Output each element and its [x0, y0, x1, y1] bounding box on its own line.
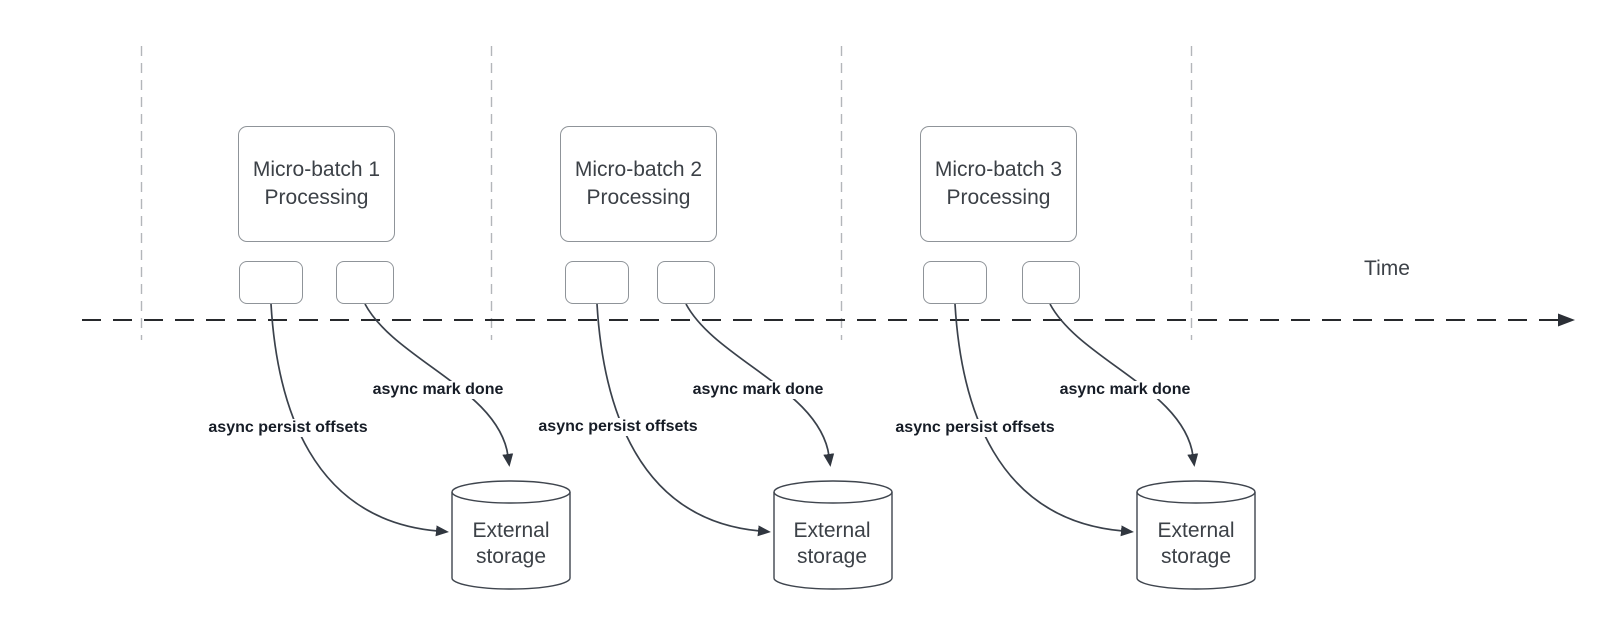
mark-done-label-2: async mark done	[690, 381, 826, 399]
external-storage-cylinder-1	[451, 480, 571, 590]
persist-offsets-arrow-3	[954, 303, 1134, 537]
mark-done-label-1: async mark done	[370, 381, 506, 399]
mark-done-label-3: async mark done	[1057, 381, 1193, 399]
time-axis-label: Time	[1364, 257, 1410, 280]
process-box-micro-batch-1: Micro-batch 1 Processing	[238, 126, 395, 242]
persist-offsets-label-1: async persist offsets	[206, 419, 370, 437]
process-box-micro-batch-2: Micro-batch 2 Processing	[560, 126, 717, 242]
external-storage-label-1: External storage	[472, 519, 550, 568]
external-storage-cylinder-3	[1136, 480, 1256, 590]
external-storage-cylinder-2	[773, 480, 893, 590]
mark-done-box-2	[657, 261, 715, 304]
persist-offsets-label-2: async persist offsets	[536, 418, 700, 436]
mark-done-box-3	[1022, 261, 1080, 304]
mark-done-arrow-2	[685, 303, 835, 467]
mark-done-box-1	[336, 261, 394, 304]
mark-done-arrow-3	[1049, 303, 1199, 467]
persist-offsets-box-2	[565, 261, 629, 304]
persist-offsets-label-3: async persist offsets	[893, 419, 1057, 437]
mark-done-arrow-1	[364, 303, 514, 467]
persist-offsets-arrow-2	[596, 303, 771, 537]
persist-offsets-box-3	[923, 261, 987, 304]
external-storage-label-3: External storage	[1157, 519, 1235, 568]
persist-offsets-box-1	[239, 261, 303, 304]
persist-offsets-arrow-1	[270, 303, 449, 537]
process-box-micro-batch-3: Micro-batch 3 Processing	[920, 126, 1077, 242]
external-storage-label-2: External storage	[793, 519, 871, 568]
